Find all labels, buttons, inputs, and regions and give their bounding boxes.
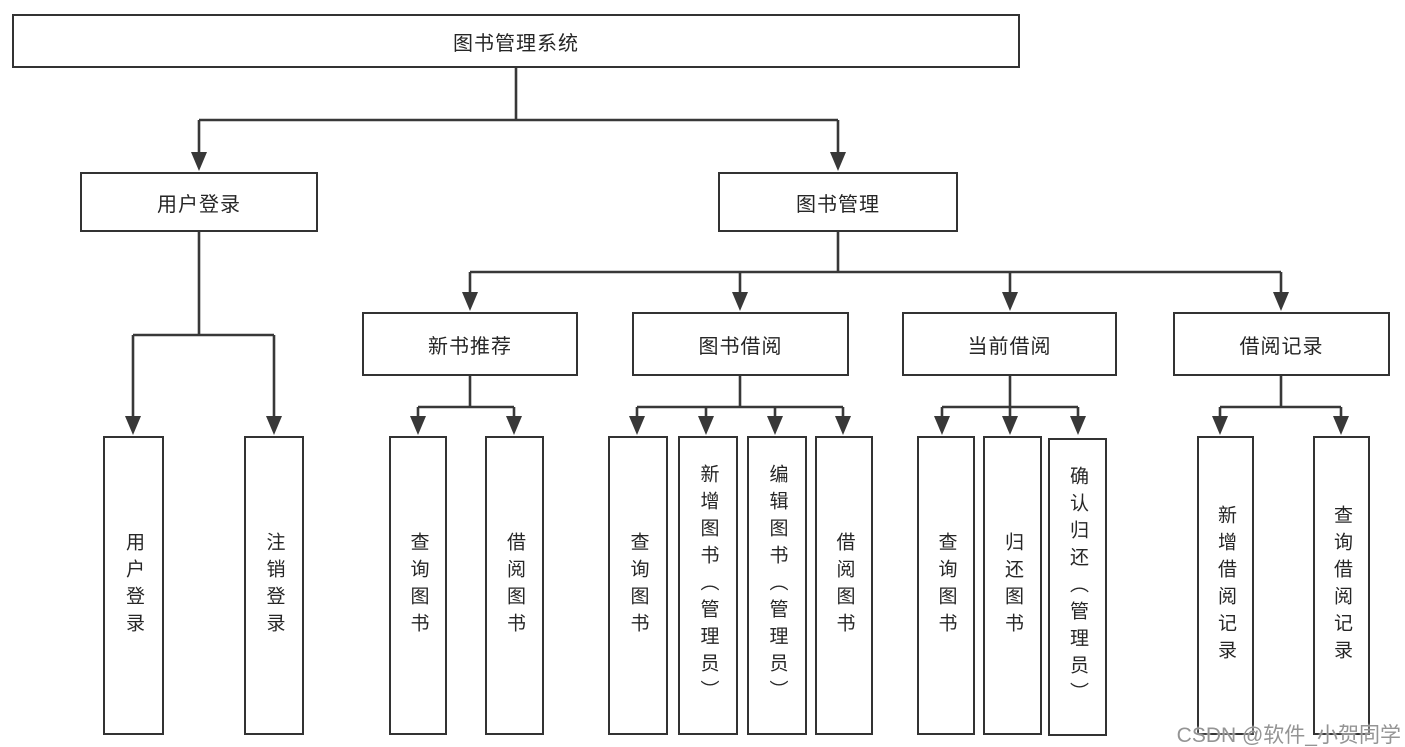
leaf-nb-borrow-books: 借阅图书 [485, 436, 544, 735]
node-book-management-label: 图书管理 [796, 193, 880, 216]
leaf-user-login: 用户登录 [103, 436, 164, 735]
leaf-bb-edit-book-admin-label: 编辑图书（管理员） [766, 464, 788, 707]
node-root: 图书管理系统 [12, 14, 1020, 68]
node-user-login: 用户登录 [80, 172, 318, 232]
node-current-borrow-label: 当前借阅 [967, 335, 1052, 358]
leaf-bb-borrow-books-label: 借阅图书 [833, 531, 855, 640]
leaf-bb-add-book-admin: 新增图书（管理员） [678, 436, 738, 735]
node-book-management: 图书管理 [718, 172, 958, 232]
node-borrow-records: 借阅记录 [1173, 312, 1390, 376]
leaf-cb-return-books-label: 归还图书 [1002, 531, 1023, 640]
leaf-cb-confirm-return-admin: 确认归还（管理员） [1048, 438, 1107, 736]
node-new-book-recommend-label: 新书推荐 [428, 335, 512, 358]
node-user-login-label: 用户登录 [157, 193, 241, 216]
leaf-rec-add-record-label: 新增借阅记录 [1215, 504, 1236, 667]
node-root-label: 图书管理系统 [453, 32, 579, 55]
leaf-bb-query-books: 查询图书 [608, 436, 668, 735]
leaf-bb-borrow-books: 借阅图书 [815, 436, 873, 735]
leaf-rec-query-record: 查询借阅记录 [1313, 436, 1370, 735]
node-borrow-records-label: 借阅记录 [1239, 335, 1324, 358]
leaf-nb-query-books-label: 查询图书 [407, 531, 429, 640]
leaf-cb-confirm-return-admin-label: 确认归还（管理员） [1067, 465, 1088, 709]
leaf-nb-query-books: 查询图书 [389, 436, 447, 735]
node-current-borrow: 当前借阅 [902, 312, 1117, 376]
node-new-book-recommend: 新书推荐 [362, 312, 578, 376]
node-book-borrow: 图书借阅 [632, 312, 849, 376]
node-book-borrow-label: 图书借阅 [698, 335, 783, 358]
leaf-rec-query-record-label: 查询借阅记录 [1331, 504, 1352, 667]
leaf-rec-add-record: 新增借阅记录 [1197, 436, 1254, 735]
leaf-logout-label: 注销登录 [263, 531, 285, 640]
leaf-cb-return-books: 归还图书 [983, 436, 1042, 735]
leaf-bb-query-books-label: 查询图书 [627, 531, 649, 640]
csdn-watermark: CSDN @软件_小贺同学 [1176, 724, 1401, 747]
leaf-user-login-label: 用户登录 [123, 531, 144, 640]
leaf-logout: 注销登录 [244, 436, 304, 735]
leaf-bb-add-book-admin-label: 新增图书（管理员） [697, 464, 719, 707]
leaf-nb-borrow-books-label: 借阅图书 [504, 531, 525, 640]
leaf-cb-query-books: 查询图书 [917, 436, 975, 735]
leaf-cb-query-books-label: 查询图书 [935, 531, 957, 640]
leaf-bb-edit-book-admin: 编辑图书（管理员） [747, 436, 807, 735]
